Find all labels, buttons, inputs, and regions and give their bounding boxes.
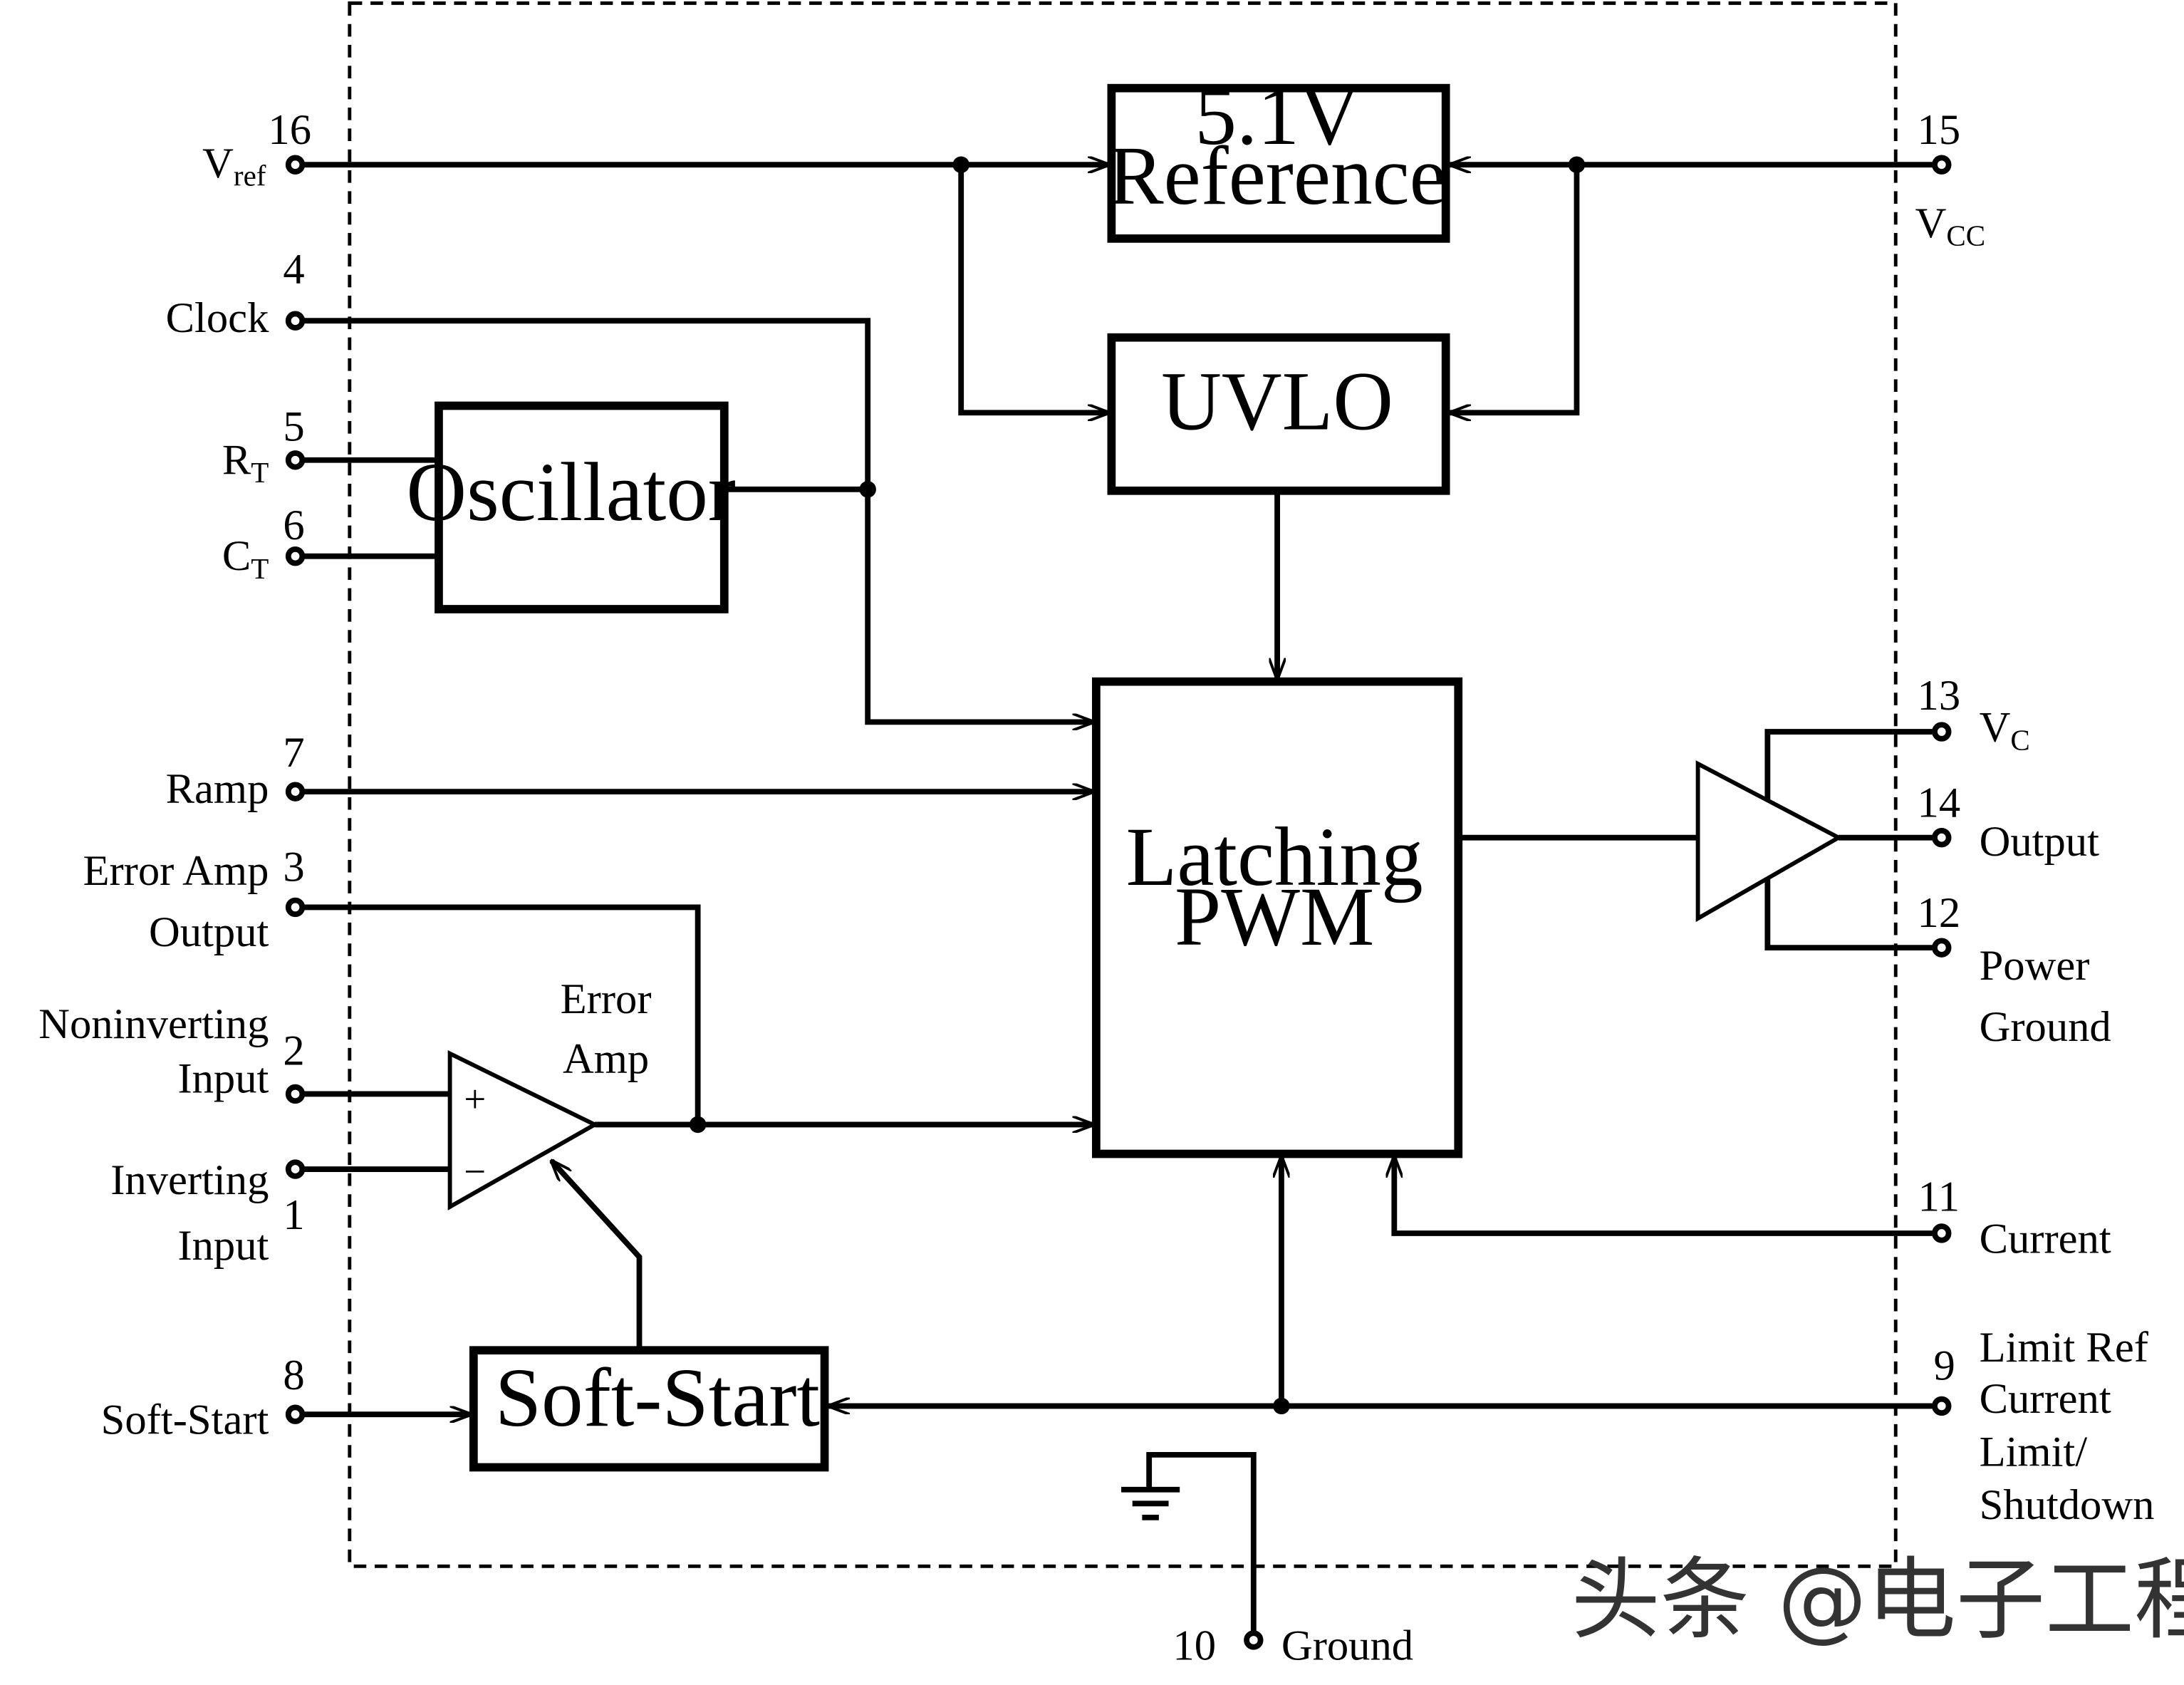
pin-13-label-sub: C [2010,723,2029,756]
pin-6-number: 6 [283,502,304,549]
junction-dot [1568,156,1586,173]
pin-6-label-main: C [222,532,251,580]
pin-3-label-line2: Output [149,908,269,956]
pin-4-number: 4 [283,245,304,293]
pin-9-label-line3: Shutdown [1980,1481,2155,1529]
pin-3-label-line1: Error Amp [83,847,269,895]
reference-label-line2: Reference [1108,130,1446,222]
pin-1-label-line2: Input [177,1222,269,1270]
pin-5-label: RT [222,436,269,489]
pin-11-number: 11 [1918,1173,1960,1221]
pin-8-label: Soft-Start [101,1396,269,1444]
pin-7-number: 7 [283,729,304,777]
pin-11-label-line2: Limit Ref [1980,1324,2149,1372]
pin-14-number: 14 [1918,779,1961,826]
pin-12-label-line1: Power [1980,942,2090,990]
pin-2-label-line1: Noninverting [38,1000,269,1048]
pin-6-label-sub: T [251,552,269,585]
junction-dot [689,1116,707,1134]
wires [302,165,1935,1634]
watermark: 头条 @电子工程师小李 [1571,1547,2184,1652]
pin-9-label-line1: Current [1980,1375,2111,1423]
pin-2-number: 2 [283,1027,304,1074]
uvlo-label: UVLO [1161,356,1393,448]
pin-12-label-line2: Ground [1980,1003,2111,1051]
reference-block: 5.1V Reference [1107,70,1450,243]
soft-start-block: Soft-Start [469,1346,829,1472]
pin-8-number: 8 [283,1352,304,1399]
junction-dot [952,156,969,173]
pin-13-label-main: V [1980,704,2011,752]
minus-sign: − [464,1150,486,1193]
oscillator-label: Oscillator [406,446,736,539]
pin-9-label-line2: Limit/ [1980,1429,2088,1476]
pin-14-label: Output [1980,818,2100,866]
pin-13-label: VC [1980,704,2030,757]
latching-pwm-block: Latching PWM [1092,677,1463,1158]
pin-16-label-sub: ref [234,160,266,192]
pin-13-number: 13 [1918,672,1961,720]
error-amp-label-line1: Error [561,975,652,1023]
pin-5-label-main: R [222,436,251,484]
oscillator-block: Oscillator [406,401,736,613]
pin-15-label-sub: CC [1946,219,1985,252]
pin-16-label-main: V [202,140,234,187]
error-amp-label-line2: Amp [563,1035,649,1083]
pin-9-number: 9 [1934,1342,1955,1389]
pin-1-label-line1: Inverting [110,1156,269,1204]
error-amp-triangle: + − [447,1050,600,1210]
reference-label-line1: 5.1V [1195,70,1359,162]
pin-4-label: Clock [166,294,269,342]
pwm-label-line2: PWM [1175,871,1374,963]
pin-11-label-line1: Current [1980,1215,2111,1263]
pin-6-label: CT [222,532,269,585]
pin-7-label: Ramp [166,765,269,813]
pin-16-number: 16 [268,106,311,154]
junction-dot [859,481,876,498]
uvlo-block: UVLO [1107,333,1450,495]
pin-2-label-line2: Input [177,1054,269,1102]
pin-10-label: Ground [1281,1622,1413,1669]
pin-15-label-main: V [1915,199,1947,247]
pin-terminals [285,155,1952,1650]
pin-5-label-sub: T [251,456,269,489]
junction-dot [1273,1397,1290,1415]
plus-sign: + [464,1077,486,1121]
output-driver-triangle [1695,760,1844,923]
pin-10-number: 10 [1172,1622,1216,1669]
pin-15-label: VCC [1915,199,1986,252]
pin-12-number: 12 [1918,889,1961,937]
pin-16-label: Vref [202,140,266,192]
pin-3-number: 3 [283,843,304,891]
pin-1-number: 1 [283,1191,304,1239]
chip-boundary [348,1,1898,1568]
pin-5-number: 5 [283,403,304,450]
pwm-label-line1: Latching [1126,811,1423,903]
soft-start-block-label: Soft-Start [495,1352,820,1444]
pin-15-number: 15 [1918,106,1961,154]
